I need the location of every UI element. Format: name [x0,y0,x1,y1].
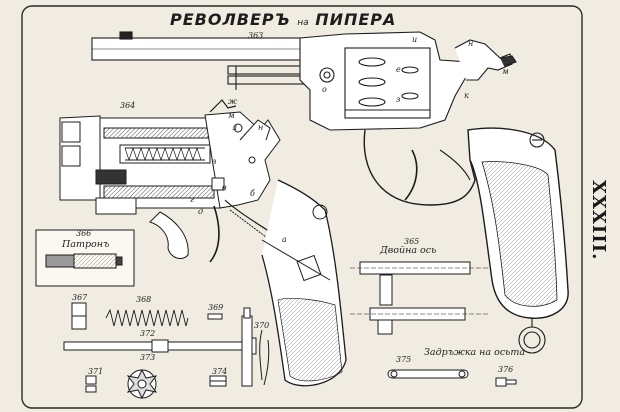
label-363: 363 [248,31,264,40]
label-373: 373 [140,353,156,362]
cartridge-box [35,229,135,287]
label-370: 370 [254,321,270,330]
label-374: 374 [212,367,228,376]
plate-number: XXXIII. [588,180,609,261]
caption-366: Патронъ [62,239,110,250]
letter-z: з [396,95,401,104]
label-372: 372 [140,329,156,338]
letter-b: б [250,189,255,198]
letter-m-2: м [228,111,235,120]
letter-v: в [222,183,227,192]
letter-m: м [502,67,509,76]
double-axle-part [350,261,490,335]
letter-l: л [232,123,238,132]
plate-border [21,5,583,409]
letter-k: к [464,91,469,100]
letter-n-2: н [258,123,264,132]
title-name: ПИПЕРА [315,10,397,29]
label-365: 365 [404,237,420,246]
letter-i: и [412,35,418,44]
title-small: на [297,18,309,28]
caption-375: Задръжка на осьта [424,347,525,358]
label-367: 367 [72,293,88,302]
label-366: 366 [76,229,92,238]
title-main: РЕВОЛВЕРЪ [170,10,291,29]
label-375: 375 [396,355,412,364]
letter-d: д [198,207,204,216]
label-369: 369 [208,303,224,312]
letter-zh: ж [228,97,238,106]
small-parts [63,302,517,400]
label-364: 364 [120,101,136,110]
label-371: 371 [88,367,104,376]
letter-a: а [282,235,287,244]
plate-title: РЕВОЛВЕРЪ на ПИПЕРА [170,10,395,29]
letter-n: н [468,39,474,48]
letter-z-2: з [212,157,217,166]
mechanism-cutaway [59,99,347,387]
caption-365: Двойна ось [380,245,437,256]
revolver-side-view [91,31,569,354]
letter-e: е [396,65,401,74]
label-376: 376 [498,365,514,374]
label-368: 368 [136,295,152,304]
letter-o: о [322,85,327,94]
letter-g: г [190,195,195,204]
